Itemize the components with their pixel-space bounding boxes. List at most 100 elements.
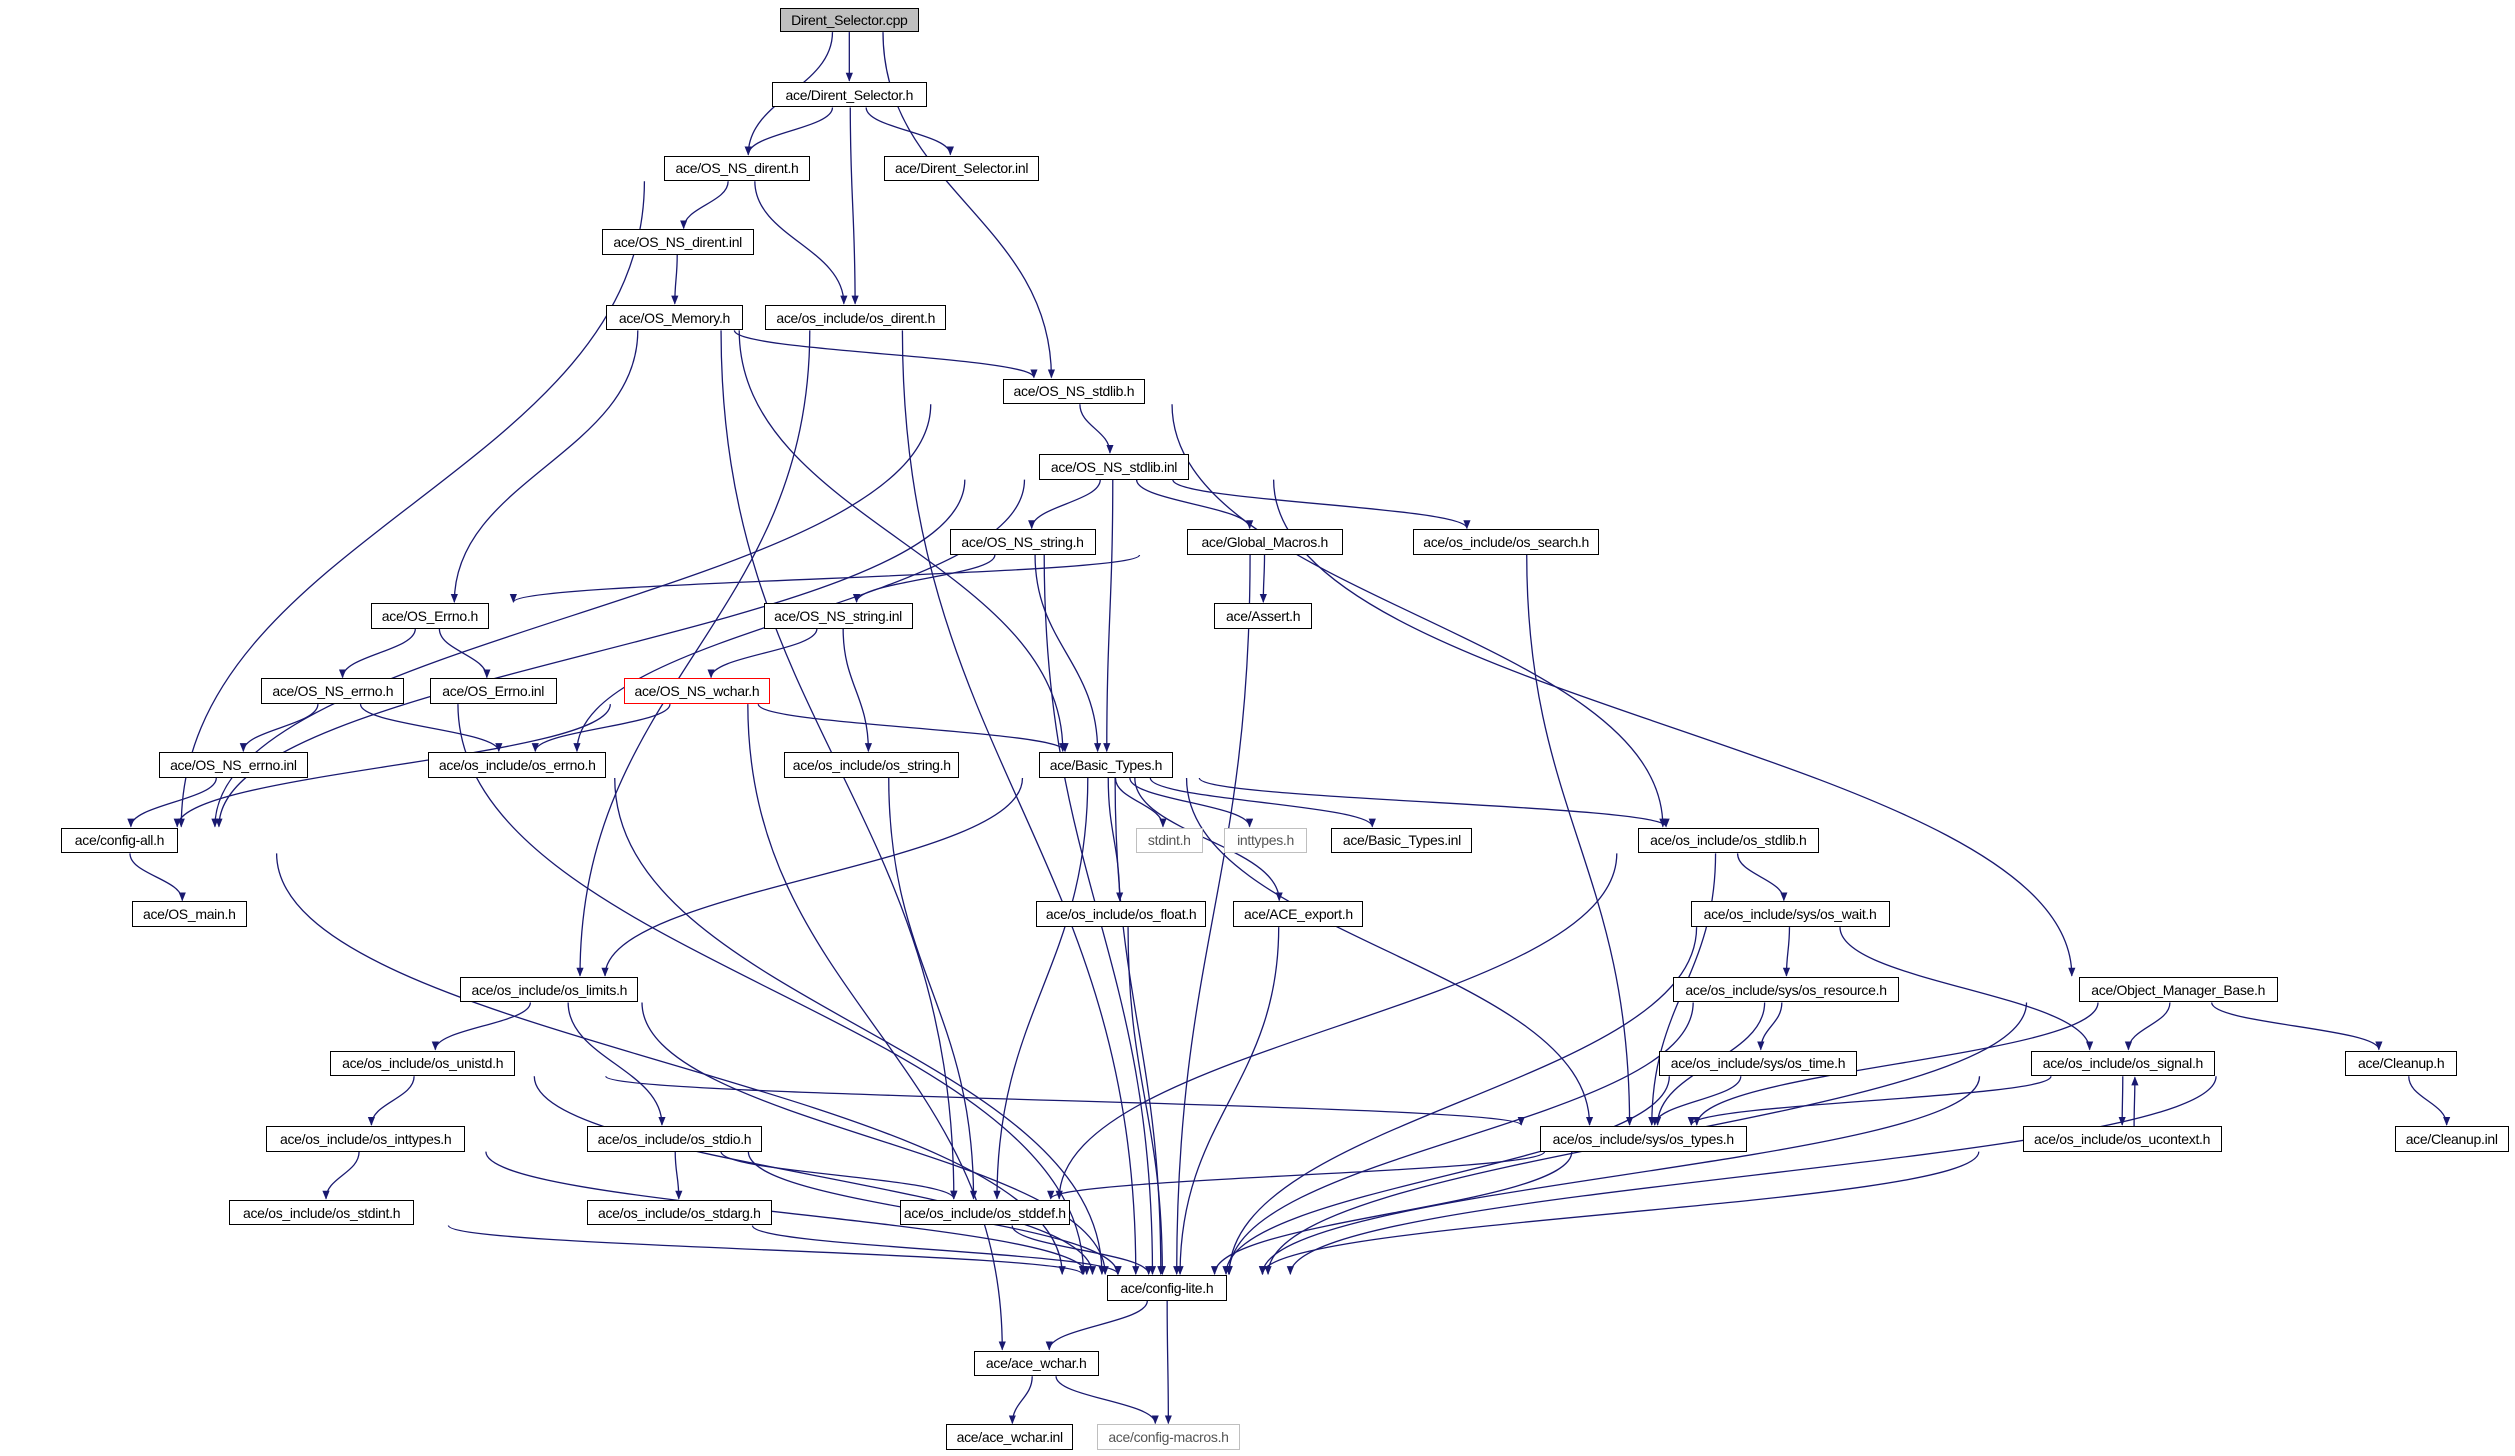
graph-node-os-inttypes[interactable]: ace/os_include/os_inttypes.h [266,1126,466,1152]
edge-os_inttypes-to-config_lite [485,1151,1091,1276]
graph-node-basic-types[interactable]: ace/Basic_Types.h [1039,752,1173,778]
graph-node-nsdirent-inl[interactable]: ace/OS_NS_dirent.inl [601,229,754,256]
graph-node-nsstring-inl[interactable]: ace/OS_NS_string.inl [763,603,913,629]
graph-node-cpp[interactable]: Dirent_Selector.cpp [779,8,920,33]
graph-node-config-lite[interactable]: ace/config-lite.h [1106,1275,1228,1301]
edge-basic_types-to-os_limits [601,777,1024,977]
edge-ace_export-to-config_lite [1176,927,1280,1276]
graph-node-omb[interactable]: ace/Object_Manager_Base.h [2078,976,2278,1003]
graph-node-nserrno-inl[interactable]: ace/OS_NS_errno.inl [158,752,308,778]
edge-os_stddef-to-config_lite [1011,1225,1153,1276]
graph-node-os-main[interactable]: ace/OS_main.h [131,901,247,928]
edge-os_string-to-os_stddef [888,777,978,1200]
edge-global_macros-to-config_lite [1173,554,1251,1276]
graph-node-os-stdlib[interactable]: ace/os_include/os_stdlib.h [1637,827,1819,854]
edge-ace_wchar_h-to-config_macros [1055,1376,1159,1425]
edge-os_ucontext-to-os_signal [2131,1076,2139,1127]
graph-node-nsdirent-h[interactable]: ace/OS_NS_dirent.h [664,155,810,182]
graph-node-memory-h[interactable]: ace/OS_Memory.h [606,304,743,331]
graph-node-inttypes[interactable]: inttypes.h [1223,827,1308,854]
edge-os_unistd-to-os_inttypes [367,1076,415,1126]
graph-node-ds-h[interactable]: ace/Dirent_Selector.h [771,81,928,108]
graph-node-os-stdint[interactable]: ace/os_include/os_stdint.h [229,1199,414,1226]
graph-node-os-unistd[interactable]: ace/os_include/os_unistd.h [330,1050,515,1077]
graph-node-stdint[interactable]: stdint.h [1135,827,1203,854]
graph-node-os-stdarg[interactable]: ace/os_include/os_stdarg.h [587,1199,772,1226]
graph-node-os-search[interactable]: ace/os_include/os_search.h [1413,529,1600,555]
graph-node-sys-resource[interactable]: ace/os_include/sys/os_resource.h [1672,976,1900,1003]
graph-node-basic-types-inl[interactable]: ace/Basic_Types.inl [1331,827,1473,854]
graph-node-os-string[interactable]: ace/os_include/os_string.h [784,752,960,778]
graph-node-nsstring-h[interactable]: ace/OS_NS_string.h [949,529,1096,555]
edge-memory_h-to-nsstdlib_h [733,330,1038,379]
edge-nsdirent_h-to-os_dirent [754,181,848,305]
edge-os_limits-to-os_stdio [567,1002,666,1126]
graph-node-sys-time[interactable]: ace/os_include/sys/os_time.h [1658,1050,1858,1077]
graph-node-cleanup-inl[interactable]: ace/Cleanup.inl [2394,1126,2509,1152]
graph-node-config-all[interactable]: ace/config-all.h [60,827,179,854]
edge-memory_h-to-basic_types [738,330,1067,753]
graph-node-assert-h[interactable]: ace/Assert.h [1214,603,1313,629]
edge-os_stdint-to-config_lite [447,1224,1086,1276]
edge-basic_types-to-basic_types_inl [1149,777,1376,828]
edge-memory_h-to-errno_h [450,330,639,604]
edge-omb-to-os_signal [2124,1002,2171,1051]
edge-nsstdlib_inl-to-omb [1272,479,2076,977]
edge-sys_wait-to-os_signal [1839,927,2094,1051]
edge-sys_resource-to-sys_time [1757,1002,1783,1051]
edge-nserrno_h-to-config_lite [457,704,1088,1276]
graph-node-os-ucontext[interactable]: ace/os_include/os_ucontext.h [2022,1126,2222,1152]
edge-sys_resource-to-config_lite [1225,1002,1694,1276]
graph-node-sys-types[interactable]: ace/os_include/sys/os_types.h [1539,1126,1747,1152]
graph-node-os-limits[interactable]: ace/os_include/os_limits.h [460,976,639,1003]
graph-node-os-signal[interactable]: ace/os_include/os_signal.h [2030,1050,2216,1077]
edge-basic_types-to-os_stdlib [1198,777,1670,828]
graph-node-ds-inl[interactable]: ace/Dirent_Selector.inl [883,155,1040,182]
edge-nsstring_inl-to-os_string [842,628,873,753]
edge-nserrno_h-to-nserrno_inl [239,704,319,753]
graph-node-nserrno-h[interactable]: ace/OS_NS_errno.h [261,678,405,705]
edge-os_stdlib-to-os_stddef [1055,853,1618,1200]
graph-node-cleanup-h[interactable]: ace/Cleanup.h [2345,1050,2458,1077]
graph-node-os-stdio[interactable]: ace/os_include/os_stdio.h [587,1126,762,1152]
edge-nswchar_h-to-config_all [173,704,611,828]
edge-config_all-to-os_main [129,853,186,902]
edge-config_all-to-config_lite [275,853,1066,1276]
graph-node-ace-export[interactable]: ace/ACE_export.h [1233,901,1364,928]
graph-node-errno-inl[interactable]: ace/OS_Errno.inl [429,678,557,705]
edge-omb-to-cleanup_h [2211,1002,2383,1051]
edge-os_unistd-to-config_lite [533,1076,1097,1276]
graph-node-os-stddef[interactable]: ace/os_include/os_stddef.h [899,1199,1070,1226]
edge-sys_wait-to-config_lite [1225,927,1698,1276]
edge-nsstring_h-to-nsstring_inl [852,554,996,604]
edge-nswchar_h-to-ace_wchar_h [747,704,1006,1351]
graph-node-ace-wchar-inl[interactable]: ace/ace_wchar.inl [946,1424,1074,1450]
graph-node-config-macros[interactable]: ace/config-macros.h [1097,1424,1240,1450]
edge-nsstdlib_inl-to-os_search [1172,479,1471,530]
graph-node-nsstdlib-h[interactable]: ace/OS_NS_stdlib.h [1002,378,1146,405]
edge-sys_types-to-config_lite [1211,1151,1573,1276]
graph-node-global-macros[interactable]: ace/Global_Macros.h [1186,529,1343,555]
edge-errno_h-to-nserrno_h [338,628,416,679]
graph-node-os-float[interactable]: ace/os_include/os_float.h [1036,901,1207,928]
edge-os_stdlib-to-sys_wait [1736,853,1788,902]
graph-node-nswchar-h[interactable]: ace/OS_NS_wchar.h [623,678,770,705]
edge-os_unistd-to-sys_types [605,1075,1525,1126]
edge-os_limits-to-os_unistd [431,1002,532,1051]
edge-basic_types-to-ace_export [1134,777,1283,902]
edge-os_signal-to-config_lite [1258,1076,1981,1276]
edge-basic_types-to-sys_types [1185,777,1594,1126]
graph-node-sys-wait[interactable]: ace/os_include/sys/os_wait.h [1690,901,1890,928]
edge-global_macros-to-errno_h [510,554,1141,604]
edge-nswchar_h-to-basic_types [757,703,1069,753]
edge-sys_time-to-sys_types [1651,1076,1742,1126]
edge-config_lite-to-config_macros [1164,1300,1172,1425]
graph-node-ace-wchar-h[interactable]: ace/ace_wchar.h [973,1350,1099,1377]
graph-node-os-errno[interactable]: ace/os_include/os_errno.h [428,752,607,778]
graph-node-nsstdlib-inl[interactable]: ace/OS_NS_stdlib.inl [1039,453,1189,480]
edge-sys_types-to-os_stddef [1047,1151,1546,1200]
graph-node-os-dirent[interactable]: ace/os_include/os_dirent.h [765,304,947,331]
graph-node-errno-h[interactable]: ace/OS_Errno.h [370,603,490,629]
